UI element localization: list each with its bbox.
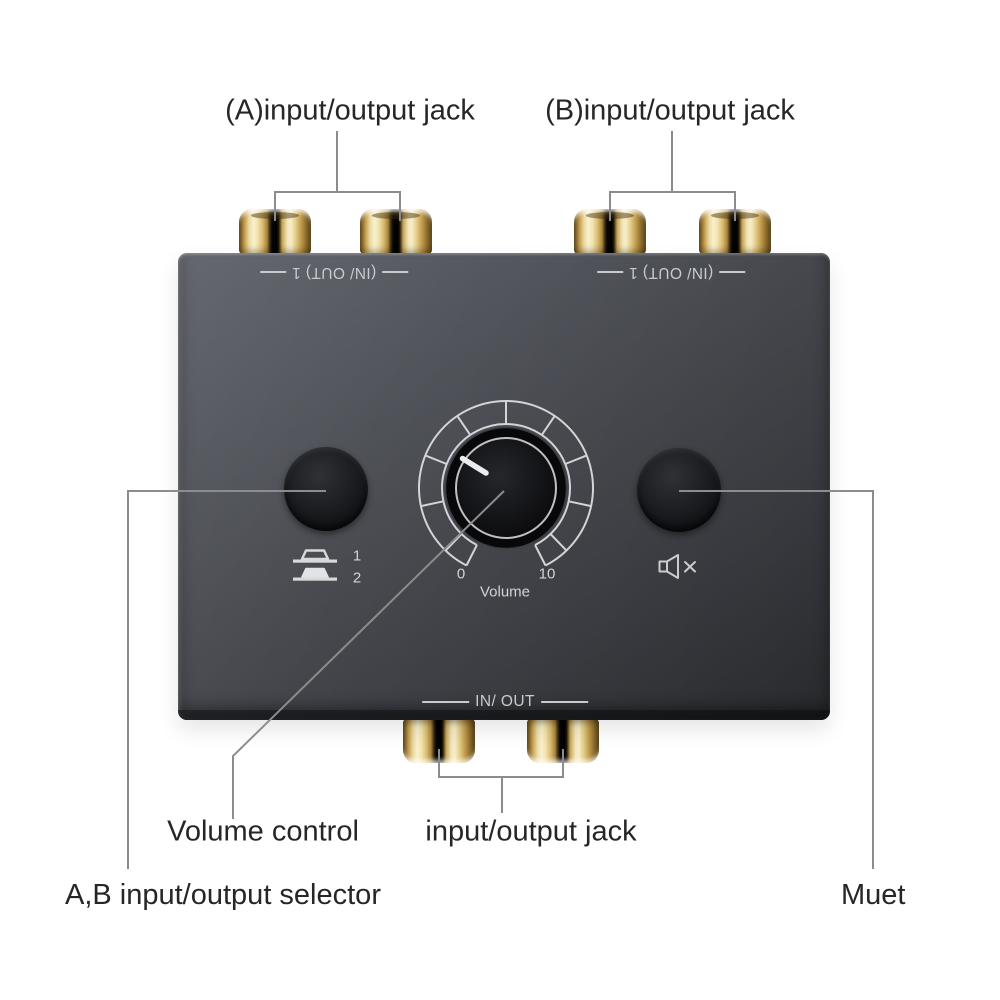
label-io-jack: input/output jack — [425, 815, 637, 848]
panel-marking-text: IN/ OUT — [475, 693, 535, 710]
label-jack-b: (B)input/output jack — [545, 94, 795, 127]
dash-line — [540, 701, 588, 703]
volume-scale-arc — [418, 399, 594, 567]
switch-position-icon — [291, 545, 341, 583]
leader-jack-a-bracket — [274, 191, 401, 221]
label-jack-a: (A)input/output jack — [225, 94, 475, 127]
dash-line — [422, 701, 470, 703]
leader-jack-b-bracket — [609, 191, 736, 221]
panel-marking-bottom: IN/ OUT — [422, 693, 588, 711]
rca-jack-a2 — [360, 209, 432, 254]
leader-volume — [232, 490, 505, 819]
label-mute: Muet — [841, 879, 906, 911]
label-volume-control: Volume control — [167, 815, 359, 848]
leader-ab-selector — [127, 490, 326, 869]
selector-pos2-label: 2 — [352, 569, 362, 587]
ab-selector-button[interactable] — [284, 447, 368, 531]
muted-speaker-icon — [658, 553, 698, 580]
leader-mute — [679, 490, 874, 869]
volume-label: Volume — [479, 583, 531, 601]
volume-max-label: 10 — [538, 565, 556, 583]
label-ab-selector: A,B input/output selector — [65, 879, 381, 911]
selector-pos1-label: 1 — [352, 547, 362, 565]
volume-min-label: 0 — [456, 565, 466, 583]
leader-io-jack-bracket — [438, 749, 564, 778]
knob-indicator — [459, 455, 489, 476]
